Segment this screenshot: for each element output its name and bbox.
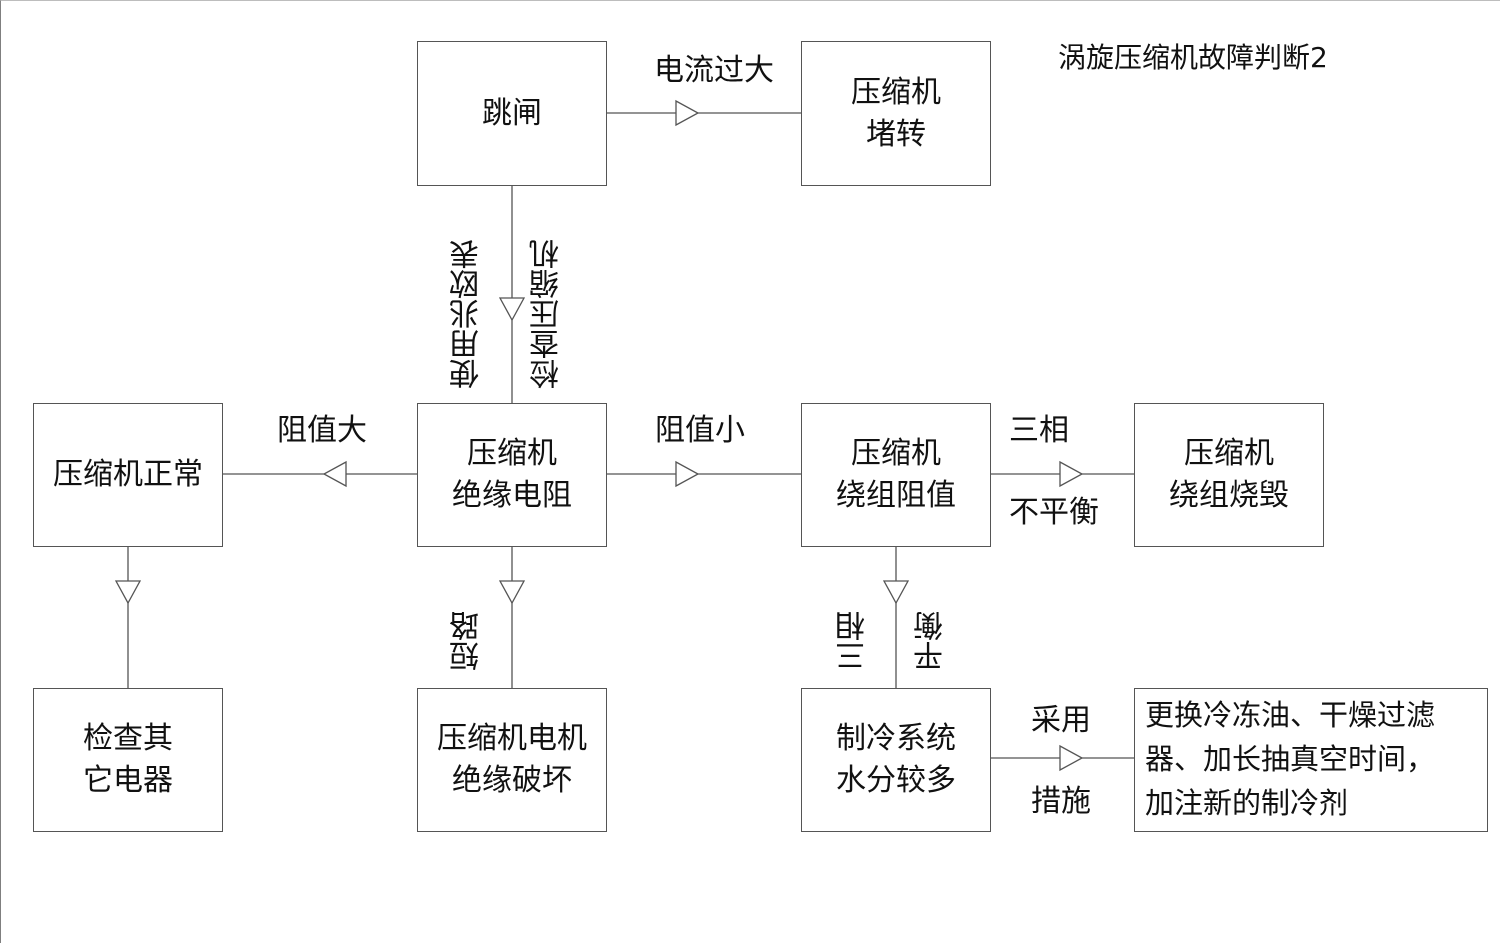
node-winding-resistance: 压缩机 绕组阻值	[801, 403, 991, 547]
node-winding-resistance-line-1: 压缩机	[851, 436, 941, 471]
edge-label-overcurrent: 电流过大	[654, 53, 774, 88]
node-winding-burnt-line-1: 压缩机	[1184, 436, 1274, 471]
node-remedy-line-2: 器、加长抽真空时间，	[1145, 742, 1436, 776]
edge-label-low-resistance: 阻值小	[655, 413, 745, 448]
edge-label-short-circuit: 短路	[450, 611, 485, 671]
node-winding-resistance-line-2: 绕组阻值	[836, 478, 956, 513]
edge-label-megger-b: 检查压缩机	[530, 239, 565, 389]
edge-label-adopt: 采用	[1031, 703, 1091, 738]
edge-label-three-phase-top: 三相	[1009, 413, 1069, 448]
edge-label-megger-a: 使用兆欧表	[450, 239, 485, 389]
node-compressor-normal-line-1: 压缩机正常	[53, 457, 203, 492]
node-moisture-line-2: 水分较多	[836, 763, 956, 798]
arrow-winding-moisture	[882, 580, 910, 605]
node-check-other-line-1: 检查其	[83, 721, 173, 756]
node-locked-rotor-line-1: 压缩机	[851, 74, 941, 110]
arrow-trip-locked	[675, 99, 700, 127]
node-trip-line-1: 跳闸	[482, 95, 542, 131]
edge-label-high-resistance: 阻值大	[277, 413, 367, 448]
node-remedy-line-1: 更换冷冻油、干燥过滤	[1145, 698, 1436, 732]
node-motor-damage-line-2: 绝缘破坏	[452, 763, 572, 798]
node-motor-insulation-damage: 压缩机电机 绝缘破坏	[417, 688, 607, 832]
node-insulation-line-2: 绝缘电阻	[452, 478, 572, 513]
edge-label-balanced: 平衡	[914, 611, 949, 671]
node-check-other-line-2: 它电器	[83, 763, 173, 798]
node-check-other-electrics: 检查其 它电器	[33, 688, 223, 832]
node-winding-burnt-line-2: 绕组烧毁	[1169, 478, 1289, 513]
node-winding-burnt: 压缩机 绕组烧毁	[1134, 403, 1324, 547]
node-locked-rotor-line-2: 堵转	[866, 116, 926, 152]
node-insulation-line-1: 压缩机	[467, 436, 557, 471]
node-insulation-resistance: 压缩机 绝缘电阻	[417, 403, 607, 547]
arrow-normal-check	[114, 580, 142, 605]
node-moisture-line-1: 制冷系统	[836, 721, 956, 756]
node-compressor-normal: 压缩机正常	[33, 403, 223, 547]
arrow-moisture-measures	[1059, 744, 1084, 772]
arrow-insulation-normal	[322, 460, 347, 488]
node-locked-rotor: 压缩机 堵转	[801, 41, 991, 186]
edge-label-unbalanced: 不平衡	[1009, 495, 1099, 530]
diagram-title: 涡旋压缩机故障判断2	[1058, 41, 1328, 74]
arrow-insulation-motor	[498, 580, 526, 605]
arrow-insulation-winding	[675, 460, 700, 488]
node-system-moisture: 制冷系统 水分较多	[801, 688, 991, 832]
node-remedy-line-3: 加注新的制冷剂	[1145, 786, 1349, 820]
edge-label-measure: 措施	[1031, 784, 1091, 819]
node-trip: 跳闸	[417, 41, 607, 186]
arrow-trip-insulation	[498, 297, 526, 322]
arrow-winding-burn	[1059, 460, 1084, 488]
node-motor-damage-line-1: 压缩机电机	[437, 721, 587, 756]
node-remedy-measures: 更换冷冻油、干燥过滤 器、加长抽真空时间， 加注新的制冷剂	[1134, 688, 1488, 832]
edge-label-three-phase-vert: 三相	[836, 611, 871, 671]
